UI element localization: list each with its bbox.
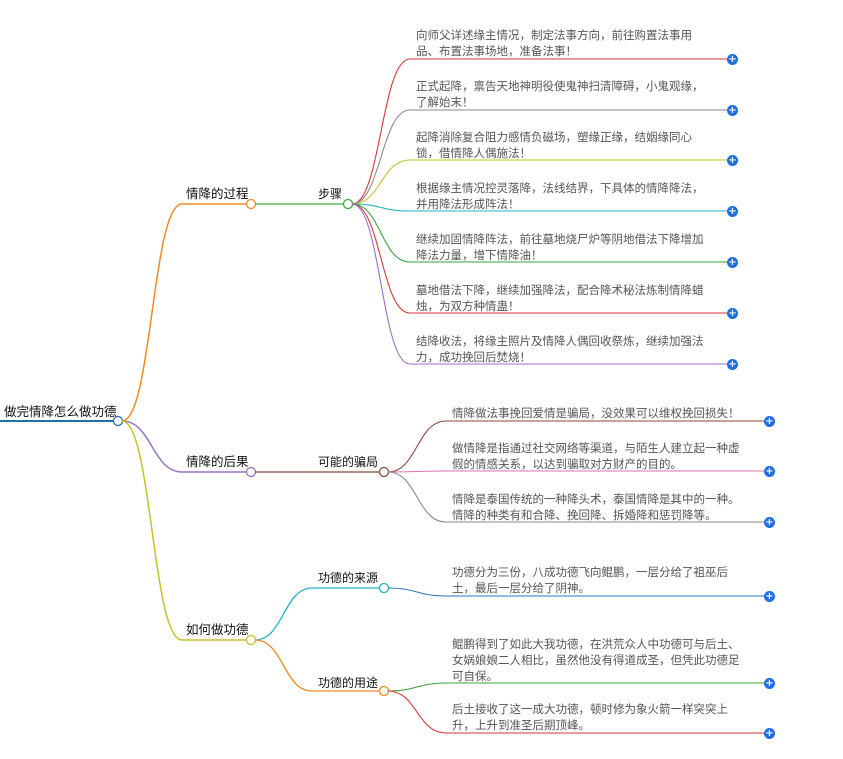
subtopic-collapse-toggle-1-0[interactable] [378,466,390,478]
leaf-text-line: 功德分为三份，八成功德飞向鲲鹏，一层分给了祖巫后 [452,565,728,579]
leaf-text-line: 品、布置法事场地，准备法事！ [416,44,577,58]
leaf-text-line: 女娲娘娘二人相比，虽然他没有得道成圣，但凭此功德足 [452,653,740,667]
leaf-topic[interactable]: 情降是泰国传统的一种降头术，泰国情降是其中的一种。情降的种类有和合降、挽回降、拆… [452,491,740,523]
branch-link-0 [121,203,183,422]
leaf-link-0-0-6 [351,203,411,365]
branch-link-2 [121,420,183,641]
leaf-text-line: 后土接收了这一成大功德，顿时修为象火箭一样突突上 [452,702,728,716]
leaf-text-line: 继续加固情降阵法，前往墓地烧尸炉等阴地借法下降增加 [416,232,704,246]
expand-plus-icon[interactable]: + [727,54,738,65]
expand-plus-icon[interactable]: + [727,308,738,319]
leaf-text-line: 做情降是指通过社交网络等渠道，与陌生人建立起一种虚 [452,441,740,455]
expand-plus-icon[interactable]: + [764,416,775,427]
expand-plus-icon[interactable]: + [727,155,738,166]
leaf-text-line: 烛，为双方种情蛊！ [416,299,520,313]
subtopic-1-0[interactable]: 可能的骗局 [318,455,379,469]
branch-topic-2[interactable]: 如何做功德 [186,622,249,637]
root-topic[interactable]: 做完情降怎么做功德 [4,404,117,419]
branch-topic-0[interactable]: 情降的过程 [186,186,249,201]
subtopic-collapse-toggle-2-0[interactable] [378,582,390,594]
sub-link-2-0 [254,587,313,641]
leaf-text-line: 正式起降，禀告天地神明役使鬼神扫清障碍，小鬼观缘， [416,79,704,93]
leaf-link-1-0-1 [387,470,447,473]
leaf-link-0-0-2 [351,159,411,205]
leaf-text-line: 根据缘主情况控灵落降，法线结界，下具体的情降降法， [416,181,704,195]
leaf-text-line: 土，最后一层分给了阴神。 [452,581,590,595]
leaf-text-line: 向师父详述缘主情况，制定法事方向，前往购置法事用 [416,28,692,42]
leaf-topic[interactable]: 根据缘主情况控灵落降，法线结界，下具体的情降降法， 并用降法形成阵法！ [416,180,704,212]
leaf-text-line: 鲲鹏得到了如此大我功德，在洪荒众人中功德可与后土、 [452,637,740,651]
leaf-link-0-0-3 [351,203,411,212]
expand-plus-icon[interactable]: + [727,359,738,370]
subtopic-collapse-toggle-0-0[interactable] [342,198,354,210]
leaf-text-line: 假的情感关系，以达到骗取对方财产的目的。 [452,457,682,471]
subtopic-2-0[interactable]: 功德的来源 [318,571,379,585]
leaf-topic[interactable]: 后土接收了这一成大功德，顿时修为象火箭一样突突上升，上升到准圣后期顶峰。 [452,701,728,733]
leaf-text-line: 可自保。 [452,669,498,683]
leaf-link-1-0-0 [387,420,447,473]
leaf-link-2-1-1 [387,690,447,734]
leaf-topic[interactable]: 向师父详述缘主情况，制定法事方向，前往购置法事用品、布置法事场地，准备法事！ [416,27,692,59]
leaf-topic[interactable]: 继续加固情降阵法，前往墓地烧尸炉等阴地借法下降增加降法力量，增下情降油！ [416,231,704,263]
expand-plus-icon[interactable]: + [764,517,775,528]
subtopic-collapse-toggle-2-1[interactable] [378,685,390,697]
leaf-topic[interactable]: 功德分为三份，八成功德飞向鲲鹏，一层分给了祖巫后土，最后一层分给了阴神。 [452,564,728,596]
leaf-text-line: 情降做法事挽回爱情是骗局，没效果可以维权挽回损失！ [452,406,740,420]
leaf-text-line: 起降消除复合阻力感情负磁场，塑缘正缘，结姻缘同心 [416,130,692,144]
expand-plus-icon[interactable]: + [727,105,738,116]
leaf-text-line: 墓地借法下降，继续加强降法，配合降术秘法炼制情降蜡 [416,283,704,297]
leaf-topic[interactable]: 起降消除复合阻力感情负磁场，塑缘正缘，结姻缘同心锁，借情降人偶施法！ [416,129,692,161]
branch-topic-1[interactable]: 情降的后果 [186,454,249,469]
sub-link-2-1 [254,639,313,692]
leaf-topic[interactable]: 结降收法，将缘主照片及情降人偶回收祭炼，继续加强法力，成功挽回后焚烧！ [416,333,704,365]
leaf-topic[interactable]: 做情降是指通过社交网络等渠道，与陌生人建立起一种虚假的情感关系，以达到骗取对方财… [452,440,740,472]
leaf-topic[interactable]: 情降做法事挽回爱情是骗局，没效果可以维权挽回损失！ [452,405,740,421]
expand-plus-icon[interactable]: + [764,591,775,602]
leaf-topic[interactable]: 鲲鹏得到了如此大我功德，在洪荒众人中功德可与后土、女娲娘娘二人相比，虽然他没有得… [452,636,740,684]
expand-plus-icon[interactable]: + [764,678,775,689]
leaf-link-0-0-4 [351,203,411,263]
subtopic-0-0[interactable]: 步骤 [318,187,343,201]
leaf-text-line: 情降是泰国传统的一种降头术，泰国情降是其中的一种。 [452,492,740,506]
leaf-link-0-0-5 [351,203,411,314]
leaf-link-0-0-1 [351,109,411,205]
leaf-link-1-0-2 [387,471,447,523]
leaf-text-line: 降法力量，增下情降油！ [416,248,543,262]
leaf-text-line: 力，成功挽回后焚烧！ [416,350,531,364]
expand-plus-icon[interactable]: + [727,257,738,268]
leaf-topic[interactable]: 正式起降，禀告天地神明役使鬼神扫清障碍，小鬼观缘， 了解始末！ [416,78,704,110]
leaf-text-line: 结降收法，将缘主照片及情降人偶回收祭炼，继续加强法 [416,334,704,348]
subtopic-2-1[interactable]: 功德的用途 [318,676,379,690]
leaf-link-2-1-0 [387,682,447,692]
leaf-topic[interactable]: 墓地借法下降，继续加强降法，配合降术秘法炼制情降蜡烛，为双方种情蛊！ [416,282,704,314]
expand-plus-icon[interactable]: + [764,728,775,739]
expand-plus-icon[interactable]: + [727,206,738,217]
leaf-text-line: 情降的种类有和合降、挽回降、拆婚降和惩罚降等。 [452,508,717,522]
leaf-text-line: 了解始末！ [416,95,474,109]
leaf-text-line: 锁，借情降人偶施法！ [416,146,531,160]
leaf-text-line: 升，上升到准圣后期顶峰。 [452,718,590,732]
branch-link-1 [121,420,183,473]
leaf-text-line: 并用降法形成阵法！ [416,197,520,211]
leaf-link-0-0-0 [351,58,411,205]
expand-plus-icon[interactable]: + [764,466,775,477]
leaf-link-2-0-0 [387,587,447,597]
